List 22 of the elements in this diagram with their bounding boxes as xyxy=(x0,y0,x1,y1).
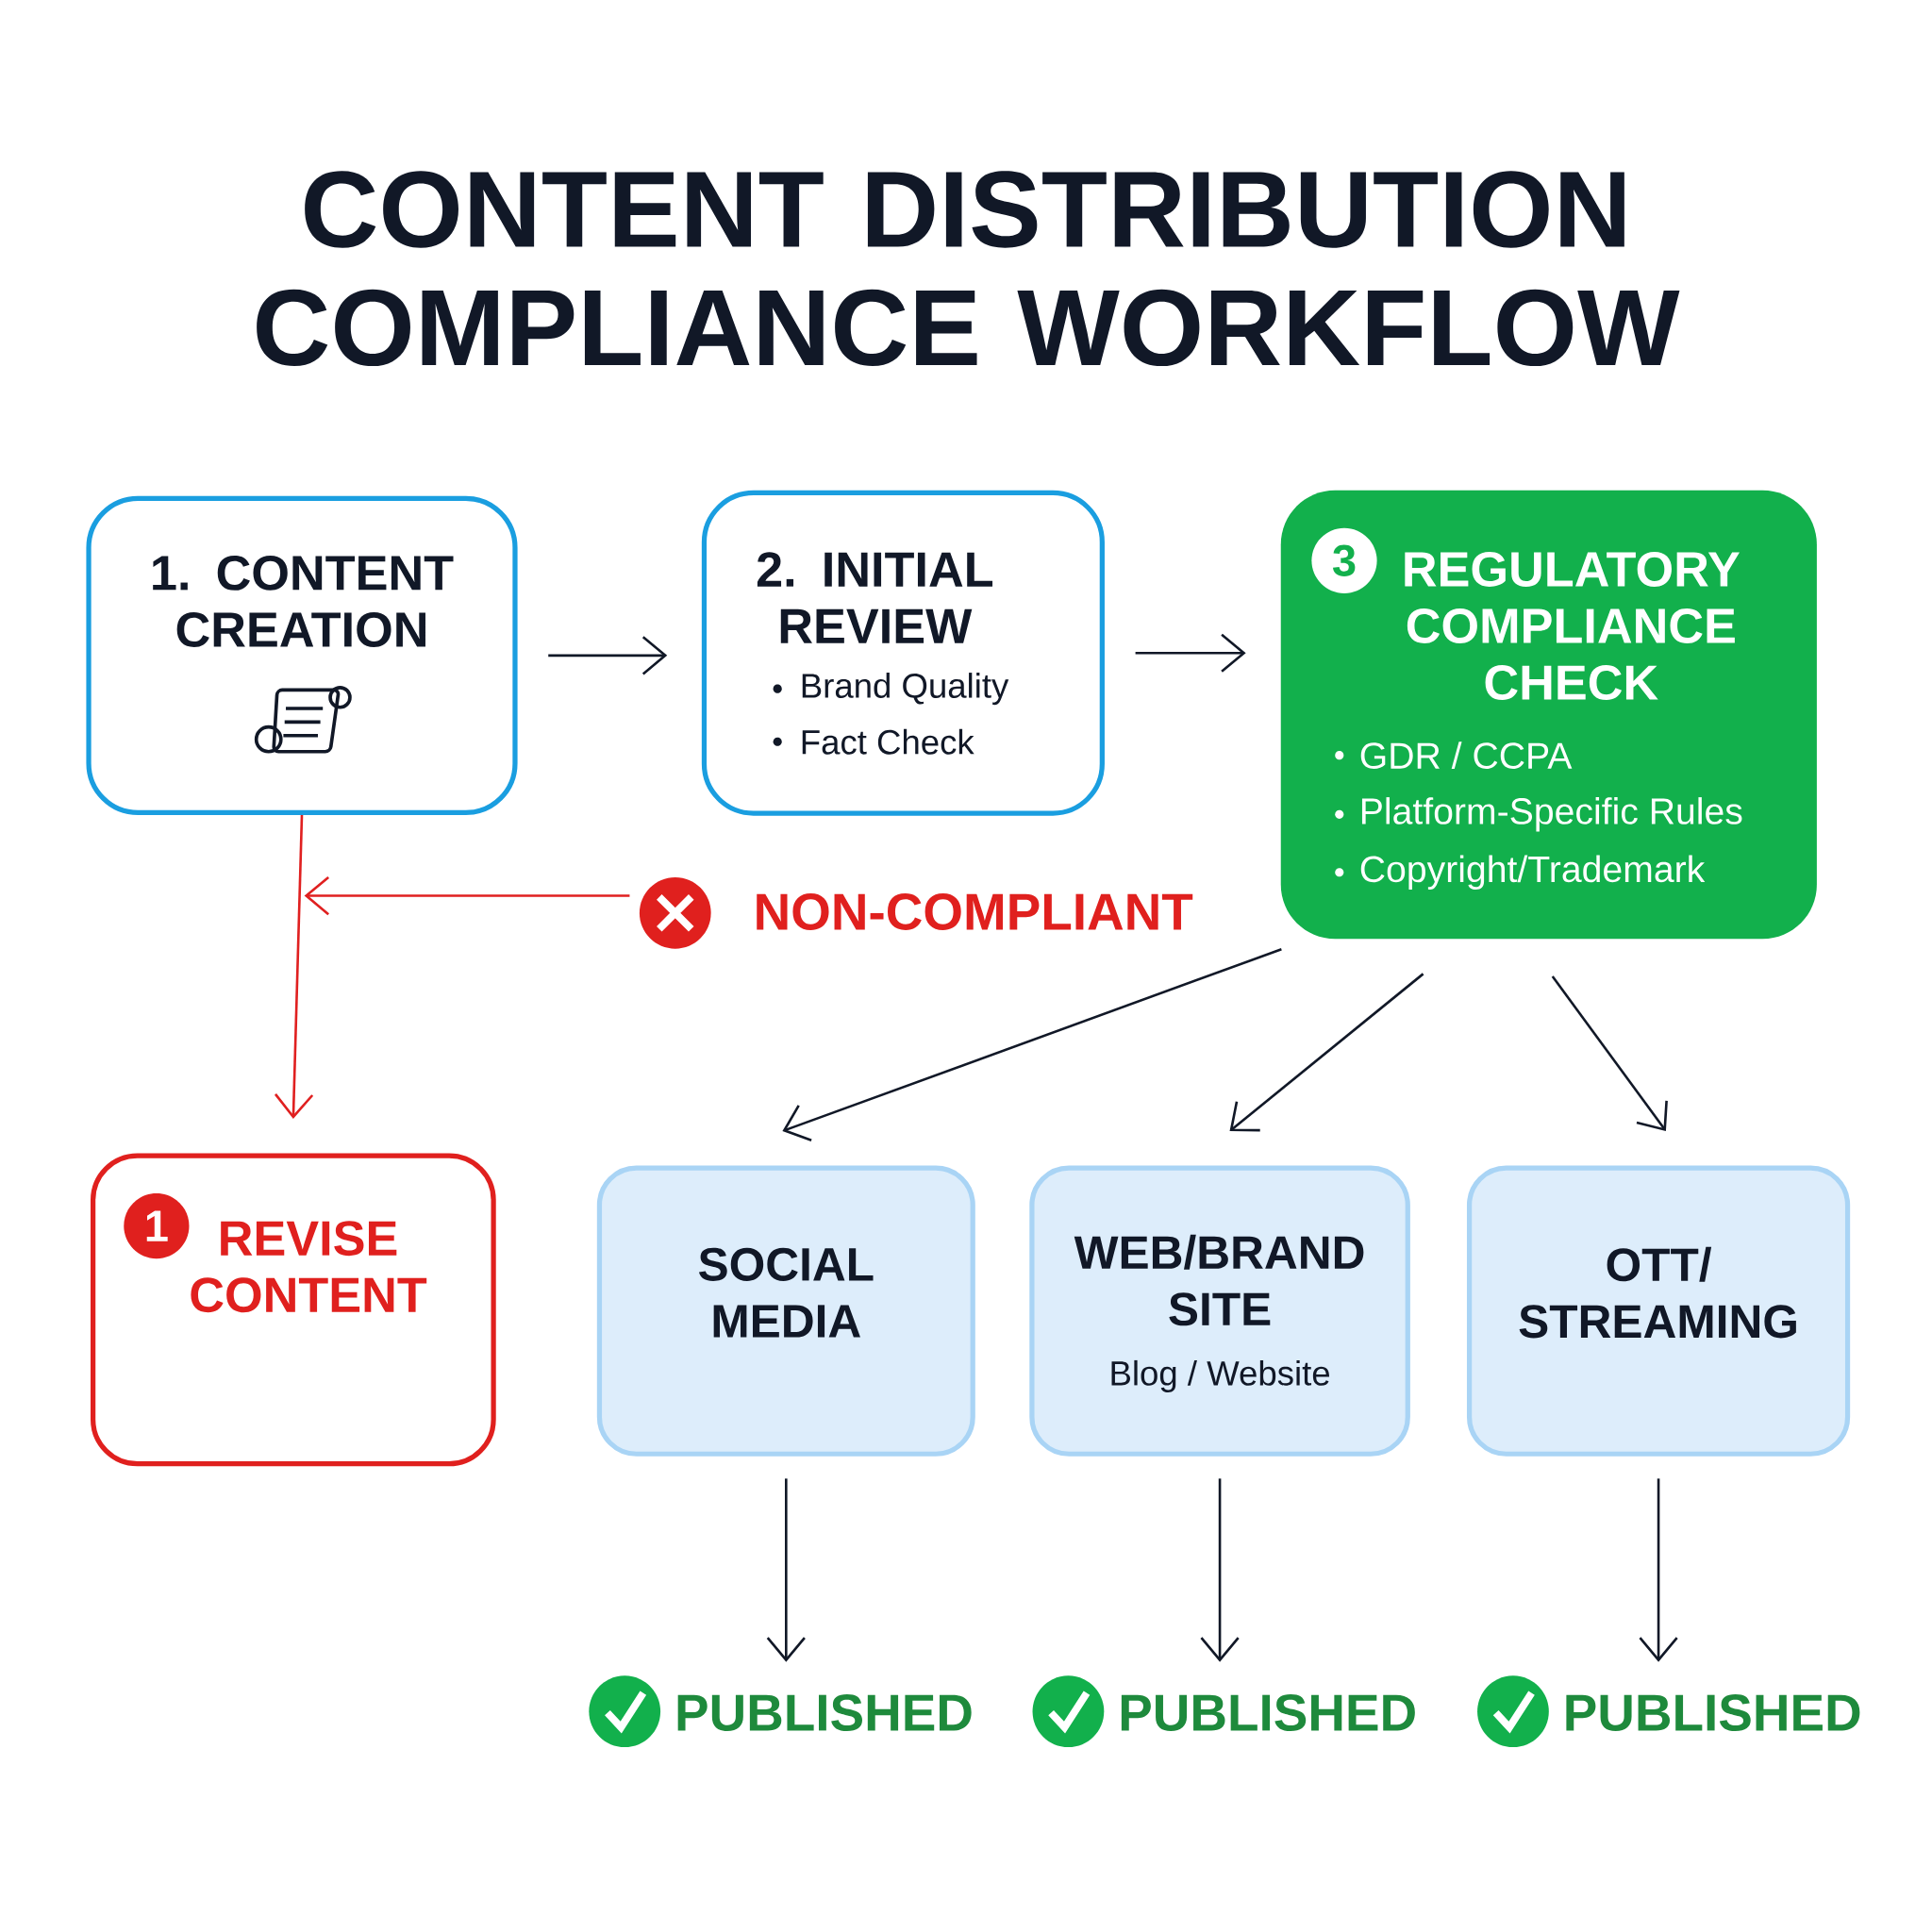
title: CONTENT DISTRIBUTION COMPLIANCE WORKFLOW xyxy=(257,171,1680,367)
arrow xyxy=(1639,1478,1678,1662)
arrow xyxy=(304,875,630,916)
process-box: 2. INITIAL REVIEW Brand Quality Fact Check xyxy=(701,490,1105,816)
arrow xyxy=(1229,973,1424,1132)
status-label: PUBLISHED xyxy=(1566,1694,1860,1731)
arrow xyxy=(1551,975,1668,1132)
arrow xyxy=(548,636,668,675)
arrow xyxy=(274,814,314,1119)
platform-box: OTT/ STREAMING xyxy=(1466,1165,1851,1457)
arrow xyxy=(1135,633,1246,673)
platform-box: WEB/BRAND SITE Blog / Website xyxy=(1029,1165,1410,1457)
number-badge: 3 xyxy=(1311,527,1377,593)
platform-box: SOCIAL MEDIA xyxy=(596,1165,975,1457)
arrow xyxy=(766,1478,806,1662)
arrow xyxy=(1200,1478,1240,1662)
arrow xyxy=(782,948,1282,1141)
status-label: PUBLISHED xyxy=(677,1694,972,1731)
status-label: NON-COMPLIANT xyxy=(757,893,1193,930)
process-box: 1. CONTENT CREATION xyxy=(86,495,518,815)
status-label: PUBLISHED xyxy=(1121,1694,1415,1731)
number-badge: 1 xyxy=(124,1193,190,1259)
